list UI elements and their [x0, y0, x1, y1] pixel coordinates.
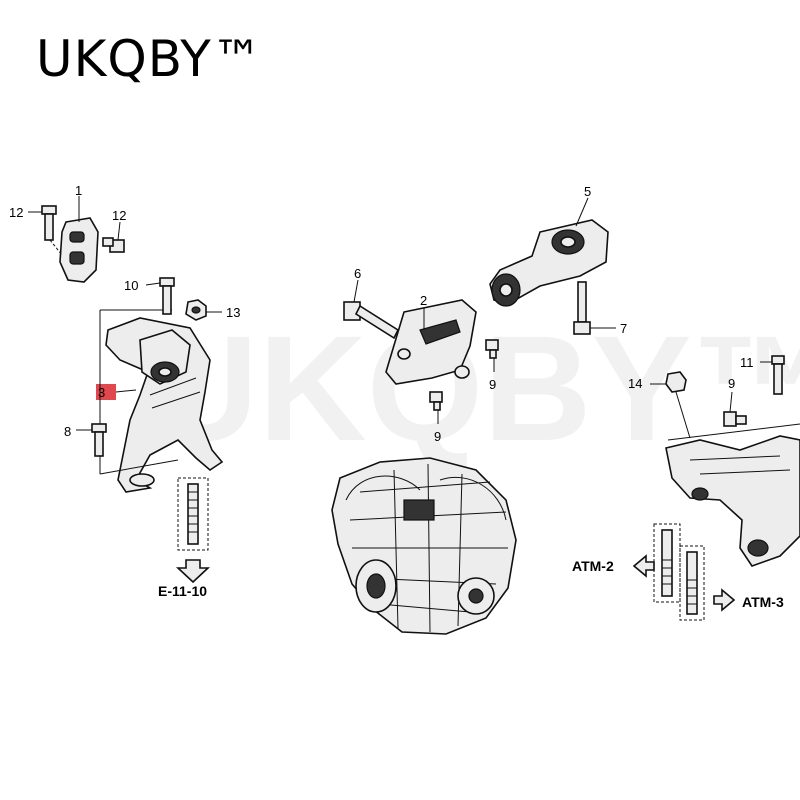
part-2-bracket	[385, 299, 477, 385]
callout-10: 10	[124, 278, 138, 293]
callout-7: 7	[620, 321, 627, 336]
reference-e-11-10[interactable]: E-11-10	[158, 583, 207, 599]
stud-left	[187, 483, 199, 545]
part-11-bolt	[771, 355, 785, 395]
callout-14: 14	[628, 376, 642, 391]
part-5-torque-rod	[489, 219, 609, 307]
part-9-bolt-c	[723, 411, 747, 427]
callout-2: 2	[420, 293, 427, 308]
arrow-right-icon	[713, 588, 736, 612]
part-3-highlight	[96, 384, 116, 400]
callout-1: 1	[75, 183, 82, 198]
reference-atm-2[interactable]: ATM-2	[572, 558, 614, 574]
stud-box-atm2	[653, 523, 681, 603]
part-14-nut	[665, 371, 687, 393]
part-13-nut	[185, 299, 207, 321]
callout-9-a: 9	[489, 377, 496, 392]
arrow-left-icon	[632, 554, 655, 578]
callout-9-c: 9	[728, 376, 735, 391]
brand-title: UKQBY™	[36, 30, 263, 88]
stud-box-left	[177, 477, 209, 551]
callout-12-right: 12	[112, 208, 126, 223]
part-6-bolt	[343, 301, 400, 340]
part-9-bolt-b	[429, 391, 443, 411]
stud-atm3	[686, 551, 698, 615]
callout-13: 13	[226, 305, 240, 320]
part-12-bolt-right	[102, 237, 125, 253]
part-3-engine-mount	[105, 317, 224, 493]
engine-block-illustration	[331, 457, 517, 635]
callout-8: 8	[64, 424, 71, 439]
reference-atm-3[interactable]: ATM-3	[742, 594, 784, 610]
part-9-bolt-a	[485, 339, 499, 359]
transmission-mount-bracket	[665, 435, 800, 567]
part-12-bolt-left	[41, 205, 57, 241]
part-1-bracket	[59, 217, 99, 283]
callout-3: 3	[98, 385, 105, 400]
callout-6: 6	[354, 266, 361, 281]
callout-12-left: 12	[9, 205, 23, 220]
callout-5: 5	[584, 184, 591, 199]
stud-atm2	[661, 529, 673, 597]
part-8-bolt	[91, 423, 107, 457]
callout-9-b: 9	[434, 429, 441, 444]
part-10-bolt	[159, 277, 175, 315]
part-7-bolt	[573, 281, 591, 335]
callout-11: 11	[740, 355, 754, 370]
stud-box-atm3	[679, 545, 705, 621]
arrow-down-icon	[175, 559, 211, 584]
